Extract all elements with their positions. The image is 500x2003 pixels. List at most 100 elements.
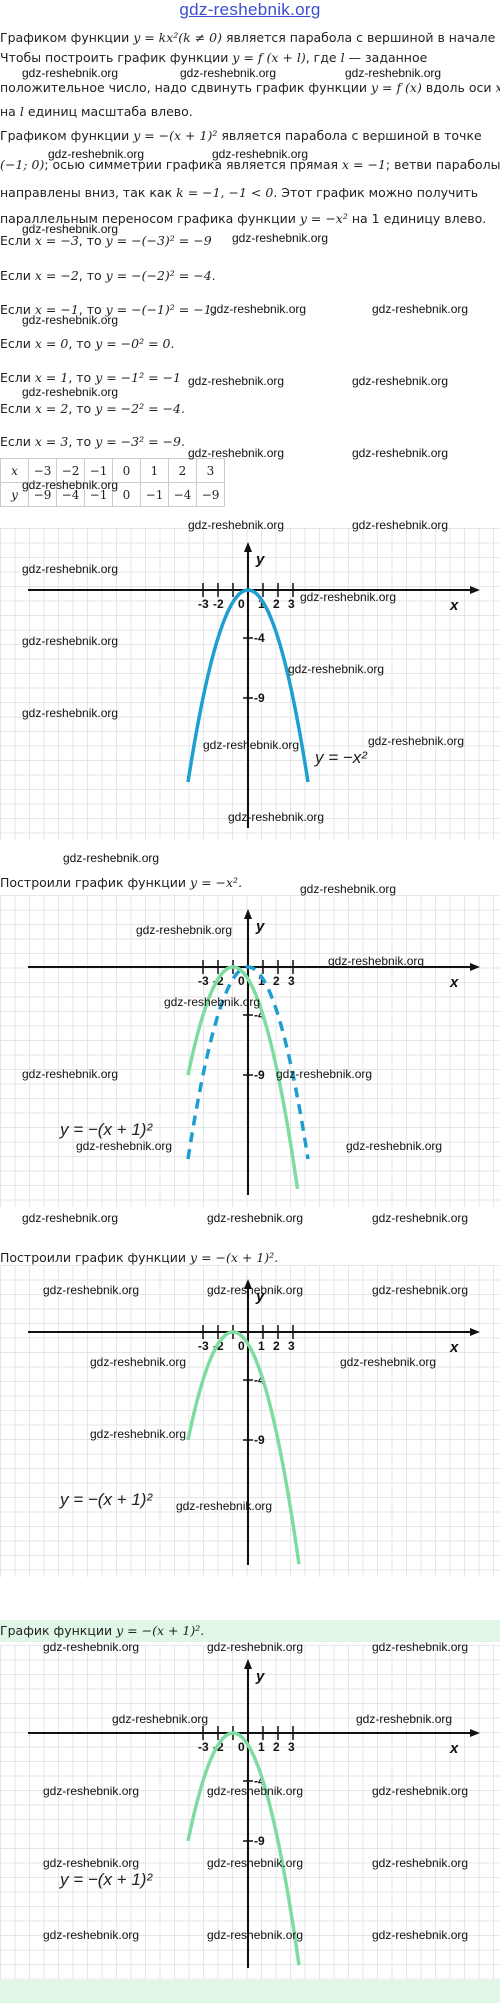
table-cell: −1 (140, 482, 169, 507)
caption-3: График функции y = −(x + 1)². (0, 1623, 204, 1639)
y-tick-label: -4 (254, 1774, 265, 1788)
watermark-text: gdz-reshebnik.org (76, 1139, 173, 1153)
y-axis-label: y (255, 918, 265, 935)
x-axis-label: x (449, 597, 459, 614)
text: , то (68, 434, 92, 449)
computation-row: Если x = 3, то y = −3² = −9. (0, 434, 185, 450)
watermark-text: gdz-reshebnik.org (352, 374, 449, 388)
x-axis-arrow (470, 586, 480, 594)
formula: x (495, 80, 500, 95)
x-tick-label: 2 (273, 1339, 280, 1353)
table-cell: −4 (168, 482, 197, 507)
table-row-x: x −3 −2 −1 0 1 2 3 (0, 458, 225, 483)
x-tick-label: 3 (288, 1339, 295, 1353)
formula: y = −3² = −9. (95, 434, 185, 449)
parabola-shifted-curve (186, 965, 300, 1190)
watermark-text: gdz-reshebnik.org (372, 1928, 469, 1942)
formula: l (340, 50, 345, 65)
y-axis-arrow (244, 1279, 252, 1289)
text: , то (68, 336, 92, 351)
parabola-shifted-curve (186, 1731, 301, 1966)
x-tick-label: 3 (288, 1740, 295, 1754)
formula: (−1; 0) (0, 157, 45, 172)
text: Если (0, 401, 31, 416)
watermark-text: gdz-reshebnik.org (372, 1640, 469, 1654)
formula: y = kx²(k ≠ 0) (133, 30, 223, 45)
table-cell: x (0, 458, 29, 483)
text: , то (68, 370, 92, 385)
watermark-text: gdz-reshebnik.org (164, 995, 261, 1009)
watermark-text: gdz-reshebnik.org (48, 147, 145, 161)
watermark-text: gdz-reshebnik.org (356, 1712, 453, 1726)
y-tick-label: -9 (254, 1834, 265, 1848)
text: График функции (0, 1623, 113, 1638)
watermark-text: gdz-reshebnik.org (345, 66, 442, 80)
watermark-text: gdz-reshebnik.org (22, 1067, 119, 1081)
text: Если (0, 434, 31, 449)
watermark-text: gdz-reshebnik.org (188, 446, 285, 460)
graph-formula-label: y = −(x + 1)² (59, 1120, 153, 1139)
graph-formula-label: y = −x² (314, 748, 368, 767)
formula: x = −1 (342, 157, 386, 172)
y-axis-arrow (244, 1659, 252, 1669)
watermark-text: gdz-reshebnik.org (372, 1283, 469, 1297)
text: является парабола с вершиной в точке (221, 128, 482, 143)
computation-row: Если x = −1, то y = −(−1)² = −1. (0, 302, 216, 318)
text: . Этот график можно получить (273, 185, 479, 200)
watermark-text: gdz-reshebnik.org (22, 562, 119, 576)
formula: k = −1, −1 < 0 (176, 185, 274, 200)
watermark-text: gdz-reshebnik.org (300, 882, 397, 896)
y-axis-label: y (255, 1288, 265, 1305)
site-header-link[interactable]: gdz-reshebnik.org (179, 0, 321, 19)
computation-row: Если x = 2, то y = −2² = −4. (0, 401, 185, 417)
text: вдоль оси (425, 80, 492, 95)
formula: x = 0 (34, 336, 69, 351)
formula: x = −1 (34, 302, 79, 317)
y-tick-label: -9 (254, 1068, 265, 1082)
y-axis-arrow (244, 542, 252, 552)
text: Если (0, 370, 31, 385)
formula: y = −(−2)² = −4. (105, 268, 216, 283)
intro-line-7: направлены вниз, так как k = −1, −1 < 0.… (0, 185, 478, 201)
x-tick-label: -3 (198, 974, 209, 988)
formula: y = −x² (299, 211, 348, 226)
x-tick-label: -3 (198, 1339, 209, 1353)
intro-line-5: Графиком функции y = −(x + 1)² является … (0, 128, 482, 144)
formula: x = 2 (34, 401, 69, 416)
x-axis-label: x (449, 1740, 459, 1757)
watermark-text: gdz-reshebnik.org (22, 478, 119, 492)
text: является парабола с вершиной в начале (226, 30, 496, 45)
formula: y = −1² = −1 (95, 370, 181, 385)
watermark-text: gdz-reshebnik.org (180, 66, 277, 80)
formula: y = −0² = 0. (95, 336, 175, 351)
x-tick-label: 1 (258, 1740, 265, 1754)
x-tick-label: 2 (273, 1740, 280, 1754)
table-cell: −1 (84, 458, 113, 483)
text: параллельным переносом графика функции (0, 211, 296, 226)
y-axis-label: y (255, 551, 265, 568)
text: Чтобы построить график функции (0, 50, 229, 65)
formula: x = 1 (34, 370, 69, 385)
parabola-base-dashed-curve (186, 965, 310, 1160)
watermark-text: gdz-reshebnik.org (210, 302, 307, 316)
y-axis-label: y (255, 1668, 265, 1685)
text: — заданное (348, 50, 428, 65)
x-axis-arrow (470, 963, 480, 971)
watermark-text: gdz-reshebnik.org (188, 374, 285, 388)
computation-row: Если x = −2, то y = −(−2)² = −4. (0, 268, 216, 284)
watermark-text: gdz-reshebnik.org (368, 734, 465, 748)
watermark-text: gdz-reshebnik.org (228, 810, 325, 824)
formula: x = 3 (34, 434, 69, 449)
y-tick-label: -4 (254, 1008, 265, 1022)
x-tick-label: 1 (258, 1339, 265, 1353)
text: Если (0, 336, 31, 351)
formula: y = f (x + l) (232, 50, 306, 65)
x-axis-label: x (449, 974, 459, 991)
intro-line-3: положительное число, надо сдвинуть графи… (0, 80, 500, 96)
watermark-text: gdz-reshebnik.org (372, 1856, 469, 1870)
graph-formula-label: y = −(x + 1)² (59, 1870, 153, 1889)
watermark-text: gdz-reshebnik.org (90, 1355, 187, 1369)
table-cell: y (0, 482, 29, 507)
